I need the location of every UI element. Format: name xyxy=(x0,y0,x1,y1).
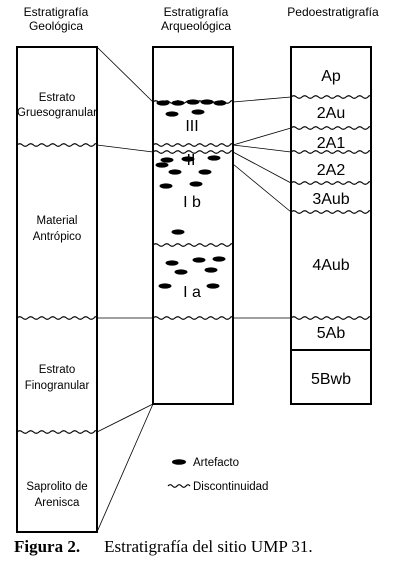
arch-unit-ia: I a xyxy=(183,284,201,301)
correlation-line xyxy=(232,96,292,103)
correlation-lines xyxy=(96,46,292,533)
arch-unit-ii: II xyxy=(187,152,196,169)
discontinuity-line xyxy=(152,316,234,320)
artifact-marker xyxy=(189,181,203,187)
artifacts xyxy=(155,99,227,289)
artifact-marker xyxy=(198,169,212,175)
pedo-horizon-4aub: 4Aub xyxy=(312,257,349,274)
archaeological-column xyxy=(152,46,234,405)
arch-unit-ib: I b xyxy=(183,194,201,211)
header-geologica-line2: Geológica xyxy=(29,19,83,33)
correlation-line xyxy=(232,151,292,184)
pedo-horizon-2a2: 2A2 xyxy=(317,162,346,179)
header-arqueologica-line2: Arqueológica xyxy=(161,19,231,33)
pedostratigraphic-column xyxy=(290,46,372,405)
geo-stratum-3-line1: Estrato xyxy=(39,364,75,376)
artifact-marker xyxy=(204,267,218,273)
pedo-horizon-5ab: 5Ab xyxy=(317,325,346,342)
legend-discontinuity-icon xyxy=(167,484,191,488)
discontinuity-line xyxy=(152,143,234,147)
legend-artifact-icon xyxy=(172,459,186,465)
artifact-marker xyxy=(181,156,195,162)
discontinuity-line xyxy=(290,150,372,154)
artifact-marker xyxy=(207,155,221,161)
artifact-marker xyxy=(158,283,172,289)
discontinuity-line xyxy=(290,95,372,99)
header-pedoestratigrafia: Pedoestratigrafía xyxy=(287,5,379,19)
correlation-line xyxy=(96,403,154,533)
pedo-horizon-2a1: 2A1 xyxy=(317,135,346,152)
pedo-horizon-ap: Ap xyxy=(321,68,341,85)
header-geologica-line1: Estratigrafía xyxy=(24,5,89,19)
artifact-marker xyxy=(159,183,173,189)
artifact-marker xyxy=(212,256,226,262)
artifact-marker xyxy=(192,257,206,263)
artifact-marker xyxy=(168,169,182,175)
artifact-marker xyxy=(200,99,214,105)
header-arqueologica-line1: Estratigrafía xyxy=(164,5,229,19)
discontinuity-line xyxy=(290,316,372,320)
caption-label: Figura 2. xyxy=(14,537,81,556)
correlation-line xyxy=(232,144,292,153)
figure-caption: Figura 2. Estratigrafía del sitio UMP 31. xyxy=(14,537,399,557)
discontinuity-line xyxy=(16,316,98,320)
discontinuity-line xyxy=(16,430,98,434)
artifact-marker xyxy=(191,109,205,115)
discontinuity-line xyxy=(152,150,234,154)
pedo-horizon-2au: 2Au xyxy=(317,105,345,122)
pedo-horizon-3aub: 3Aub xyxy=(312,191,349,208)
correlation-line xyxy=(232,127,292,146)
discontinuity-line xyxy=(290,181,372,185)
discontinuity-line xyxy=(152,243,234,247)
discontinuity-line xyxy=(290,210,372,214)
geo-stratum-4-line2: Arenisca xyxy=(35,497,80,509)
artifact-marker xyxy=(206,283,220,289)
artifact-marker xyxy=(160,157,174,163)
correlation-line xyxy=(96,46,154,103)
geo-stratum-1-line1: Estrato xyxy=(39,92,75,104)
geologic-column xyxy=(16,46,98,533)
geo-stratum-2-line2: Antrópico xyxy=(33,231,82,243)
discontinuity-line xyxy=(16,143,98,147)
geo-stratum-4-line1: Saprolito de xyxy=(26,481,87,493)
correlation-line xyxy=(232,163,292,213)
legend-artifact-label: Artefacto xyxy=(193,457,239,469)
arch-unit-iii: III xyxy=(185,118,198,135)
correlation-line xyxy=(96,144,154,153)
artifact-marker xyxy=(171,100,185,106)
geo-stratum-3-line2: Finogranular xyxy=(25,380,90,392)
artifact-marker xyxy=(156,100,170,106)
artifact-marker xyxy=(171,229,185,235)
artifact-marker xyxy=(165,111,179,117)
artifact-marker xyxy=(213,100,227,106)
artifact-marker xyxy=(186,99,200,105)
artifact-marker xyxy=(155,162,169,168)
correlation-line xyxy=(96,403,154,433)
pedo-horizon-5bwb: 5Bwb xyxy=(311,371,351,388)
geo-stratum-1-line2: Gruesogranular xyxy=(17,107,97,119)
legend-discontinuity-label: Discontinuidad xyxy=(193,481,268,493)
artifact-marker xyxy=(174,269,188,275)
caption-text: Estratigrafía del sitio UMP 31. xyxy=(104,537,313,556)
artifact-marker xyxy=(165,260,179,266)
geo-stratum-2-line1: Material xyxy=(37,215,78,227)
discontinuity-line xyxy=(290,126,372,130)
